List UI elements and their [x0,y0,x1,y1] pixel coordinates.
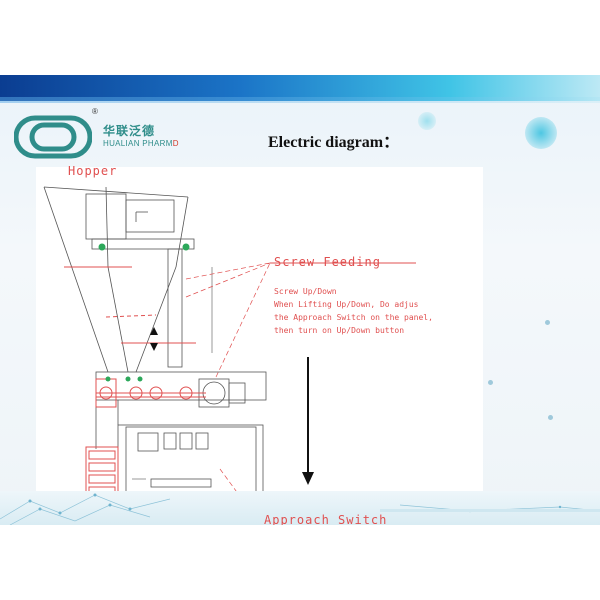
decor-dot [545,320,550,325]
brand-english-name-text: HUALIAN PHARM [103,139,173,148]
screw-feeding-label: Screw Feeding [274,255,381,269]
top-banner [0,75,600,101]
instruction-line: then turn on Up/Down button [274,326,405,335]
instruction-line: When Lifting Up/Down, Do adjus [274,300,419,309]
instructions-block: Screw Up/Down When Lifting Up/Down, Do a… [274,285,433,337]
down-arrow-icon [302,357,314,485]
slide: ® 华联泛德 HUALIAN PHARMD Electric diagram： [0,75,600,525]
bottom-banner [0,491,600,525]
top-banner-glow [0,97,600,103]
page-title: Electric diagram： [268,134,400,151]
brand-chinese-name: 华联泛德 [103,124,156,138]
decor-dot [488,380,493,385]
decor-dot [548,415,553,420]
hualian-logo [14,115,92,159]
brand-english-name-suffix: D [172,139,179,148]
approach-switch-label: Approach Switch [264,513,388,525]
decor-glow-dot [418,112,436,130]
hopper-label: Hopper [68,164,118,178]
instruction-line: Screw Up/Down [274,287,337,296]
electric-diagram: Hopper Screw Feeding Screw Up/Down When … [36,164,483,525]
decor-glow-dot [525,117,557,149]
bottom-network-pattern [0,493,600,525]
up-down-arrow-icon [150,327,158,351]
machine-drawing [43,186,416,491]
brand-english-name: HUALIAN PHARMD [103,139,179,148]
registered-mark: ® [92,107,98,116]
instruction-line: the Approach Switch on the panel, [274,313,433,322]
